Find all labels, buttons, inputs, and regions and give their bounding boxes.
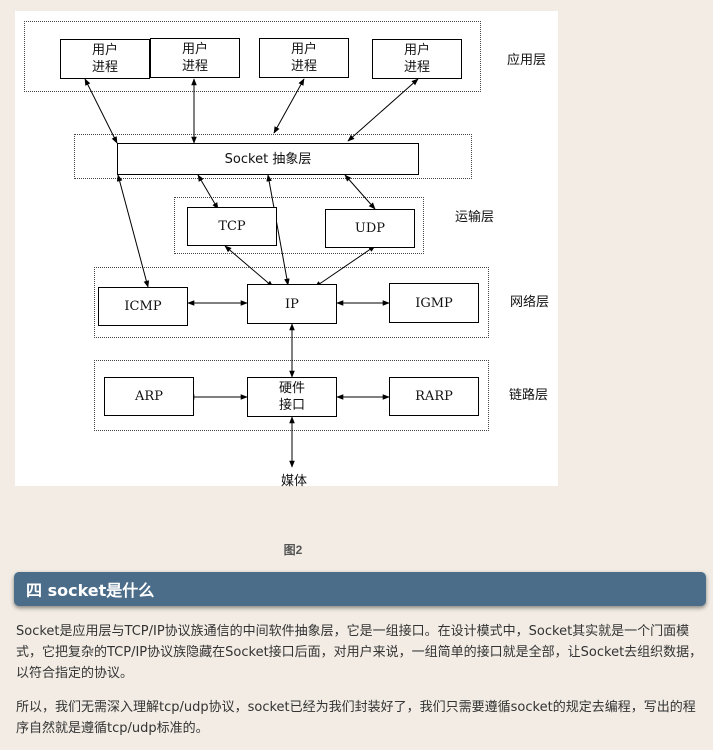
icmp-box: ICMP (98, 287, 188, 326)
hardware-interface-box: 硬件 接口 (247, 377, 337, 417)
igmp-box: IGMP (389, 283, 479, 323)
user-process-box: 用户 进程 (372, 39, 462, 79)
media-label: 媒体 (281, 474, 308, 489)
user-process-box: 用户 进程 (259, 38, 349, 78)
figure-caption: 图2 (283, 543, 303, 557)
network-layer-label: 网络层 (510, 295, 550, 310)
socket-abstraction-box: Socket 抽象层 (117, 143, 419, 175)
rarp-box: RARP (389, 377, 479, 416)
link-layer-label: 链路层 (509, 388, 549, 403)
arrows (84, 78, 419, 468)
transport-layer-group (174, 197, 424, 254)
user-process-box: 用户 进程 (150, 38, 240, 78)
paragraph-2: 所以，我们无需深入理解tcp/udp协议，socket已经为我们封装好了，我们只… (16, 700, 696, 736)
ip-box: IP (247, 284, 337, 324)
application-layer-group (24, 21, 481, 92)
section-heading-bar: 四 socket是什么 (14, 572, 706, 606)
transport-layer-label: 运输层 (455, 210, 495, 225)
arp-box: ARP (104, 377, 194, 416)
tcp-box: TCP (187, 207, 277, 246)
user-process-box: 用户 进程 (60, 39, 150, 79)
section-heading: 四 socket是什么 (26, 581, 155, 600)
udp-box: UDP (325, 209, 415, 248)
paragraph-1: Socket是应用层与TCP/IP协议族通信的中间软件抽象层，它是一组接口。在设… (16, 624, 703, 681)
tcpip-socket-diagram: 用户 进程 用户 进程 用户 进程 用户 进程 Socket 抽象层 TCP U… (15, 11, 558, 489)
application-layer-label: 应用层 (507, 53, 547, 68)
